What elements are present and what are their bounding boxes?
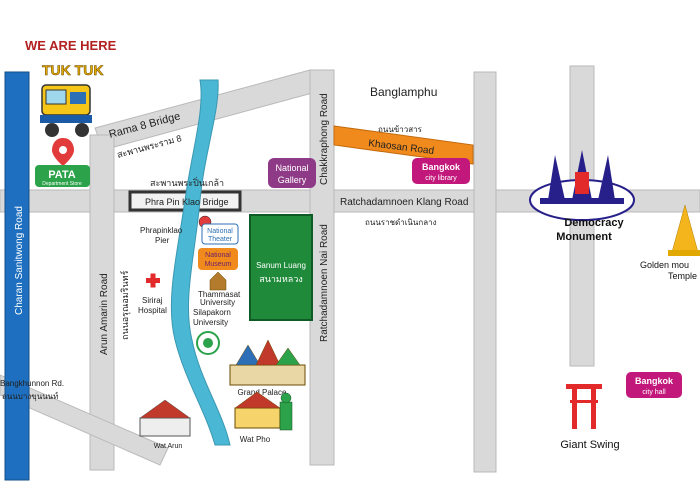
pata-badge <box>35 165 90 187</box>
bangkok-library-badge <box>412 158 470 184</box>
banglamphu-vertical-road <box>473 71 497 473</box>
arun-amarin-label: Arun Amarin Road <box>99 273 110 355</box>
sanum-luang-park <box>249 214 313 321</box>
wat-pho-icon <box>234 391 281 429</box>
chao-phraya-river <box>170 79 231 446</box>
phrapinklao-pier-label-1: Phrapinklao <box>140 226 183 235</box>
ratchadamnoen-nai-road <box>309 69 335 466</box>
ratchadamnoen-klang-label: Ratchadamnoen Klang Road <box>340 197 468 208</box>
silapakorn-label-1: Silapakorn <box>193 308 231 317</box>
national-theater-label-2: Theater <box>208 236 233 243</box>
golden-mount-icon <box>668 204 700 256</box>
phra-pin-klao-thai-label: สะพานพระปิ่นเกล้า <box>150 176 224 188</box>
bangkhunnon-thai-label: ถนนบางขุนนนท์ <box>2 391 58 401</box>
pata-sub-label: Department Store <box>42 181 82 187</box>
phra-pin-klao-bridge-label: Phra Pin Klao Bridge <box>145 197 229 207</box>
giant-guardian-icon <box>279 392 293 431</box>
giant-swing-icon <box>566 384 602 429</box>
khaosan-thai-label: ถนนข้าวสาร <box>378 125 423 134</box>
ratchadamnoen-klang-thai-label: ถนนราชดำเนินกลาง <box>365 218 437 227</box>
bangkok-hall-label-2: city hall <box>642 389 666 396</box>
bangkok-library-label-2: city library <box>425 175 457 182</box>
bangkhunnon-label: Bangkhunnon Rd. <box>0 379 64 388</box>
banglamphu-label: Banglamphu <box>370 85 437 99</box>
silapakorn-label-2: University <box>193 318 228 327</box>
grand-palace-icon <box>229 339 306 386</box>
thammasat-label-1: Thammasat <box>198 290 241 299</box>
democracy-monument-icon <box>529 150 635 221</box>
pata-label: PATA <box>48 169 76 181</box>
sanum-luang-thai-label: สนามหลวง <box>259 274 303 284</box>
bangkok-library-label-1: Bangkok <box>422 162 461 172</box>
sanum-luang-label: Sanum Luang <box>256 261 306 270</box>
charan-sanitwong-road <box>4 71 30 481</box>
chakkraphong-label: Chakkraphong Road <box>319 93 330 185</box>
you-are-here-pin-icon <box>52 138 74 166</box>
democracy-label-1: Democracy <box>564 217 624 229</box>
national-gallery-label-2: Gallery <box>278 175 307 185</box>
phrapinklao-pier-label-2: Pier <box>155 236 170 245</box>
arun-amarin-road <box>89 134 115 471</box>
bangkok-hall-badge <box>626 372 682 398</box>
bangkhunnon-road <box>0 374 169 466</box>
siriraj-label-1: Siriraj <box>142 296 163 305</box>
thammasat-label-2: University <box>200 298 235 307</box>
arun-amarin-thai-label: ถนนอรุณอมรินทร์ <box>119 270 131 340</box>
tuk-tuk-logo-text: TUK TUK <box>42 62 103 78</box>
grand-palace-label: Grand Palace <box>238 388 287 397</box>
national-museum-label-1: National <box>205 252 231 259</box>
national-theater-badge <box>201 223 239 245</box>
national-gallery-badge <box>268 158 316 188</box>
national-gallery-label-1: National <box>275 163 308 173</box>
wat-arun-label: Wat Arun <box>154 443 183 450</box>
national-museum-label-2: Museum <box>205 261 232 268</box>
golden-mount-label-2: Temple <box>668 271 697 281</box>
siriraj-label-2: Hospital <box>138 306 167 315</box>
wat-pho-label: Wat Pho <box>240 435 271 444</box>
national-museum-badge <box>198 248 238 270</box>
bangkok-hall-label-1: Bangkok <box>635 376 674 386</box>
khaosan-road <box>333 125 474 165</box>
hospital-cross-icon <box>146 273 160 288</box>
charan-sanitwong-label: Charan Sanitwong Road <box>14 206 25 315</box>
national-theater-label-1: National <box>207 228 233 235</box>
thammasat-icon <box>209 271 227 291</box>
we-are-here-title: WE ARE HERE <box>25 38 117 53</box>
golden-mount-label-1: Golden mou <box>640 260 689 270</box>
wat-arun-icon <box>139 399 191 437</box>
silapakorn-emblem-icon <box>196 331 220 355</box>
democracy-label-2: Monument <box>556 231 612 243</box>
tuk-tuk-icon <box>40 84 92 137</box>
ratchadamnoen-nai-label: Ratchadamnoen Nai Road <box>319 224 330 342</box>
giant-swing-label: Giant Swing <box>560 439 619 451</box>
